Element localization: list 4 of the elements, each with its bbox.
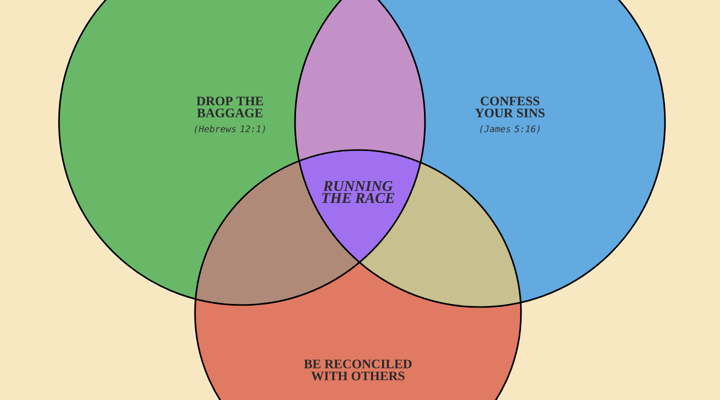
circle-label: BE RECONCILED WITH OTHERS	[304, 360, 412, 380]
circle-label: CONFESS YOUR SINS (James 5:16)	[475, 96, 545, 134]
circle-label: DROP THE BAGGAGE (Hebrews 12:1)	[194, 96, 265, 134]
circle-label: RUNNING THE RACE	[322, 181, 394, 203]
